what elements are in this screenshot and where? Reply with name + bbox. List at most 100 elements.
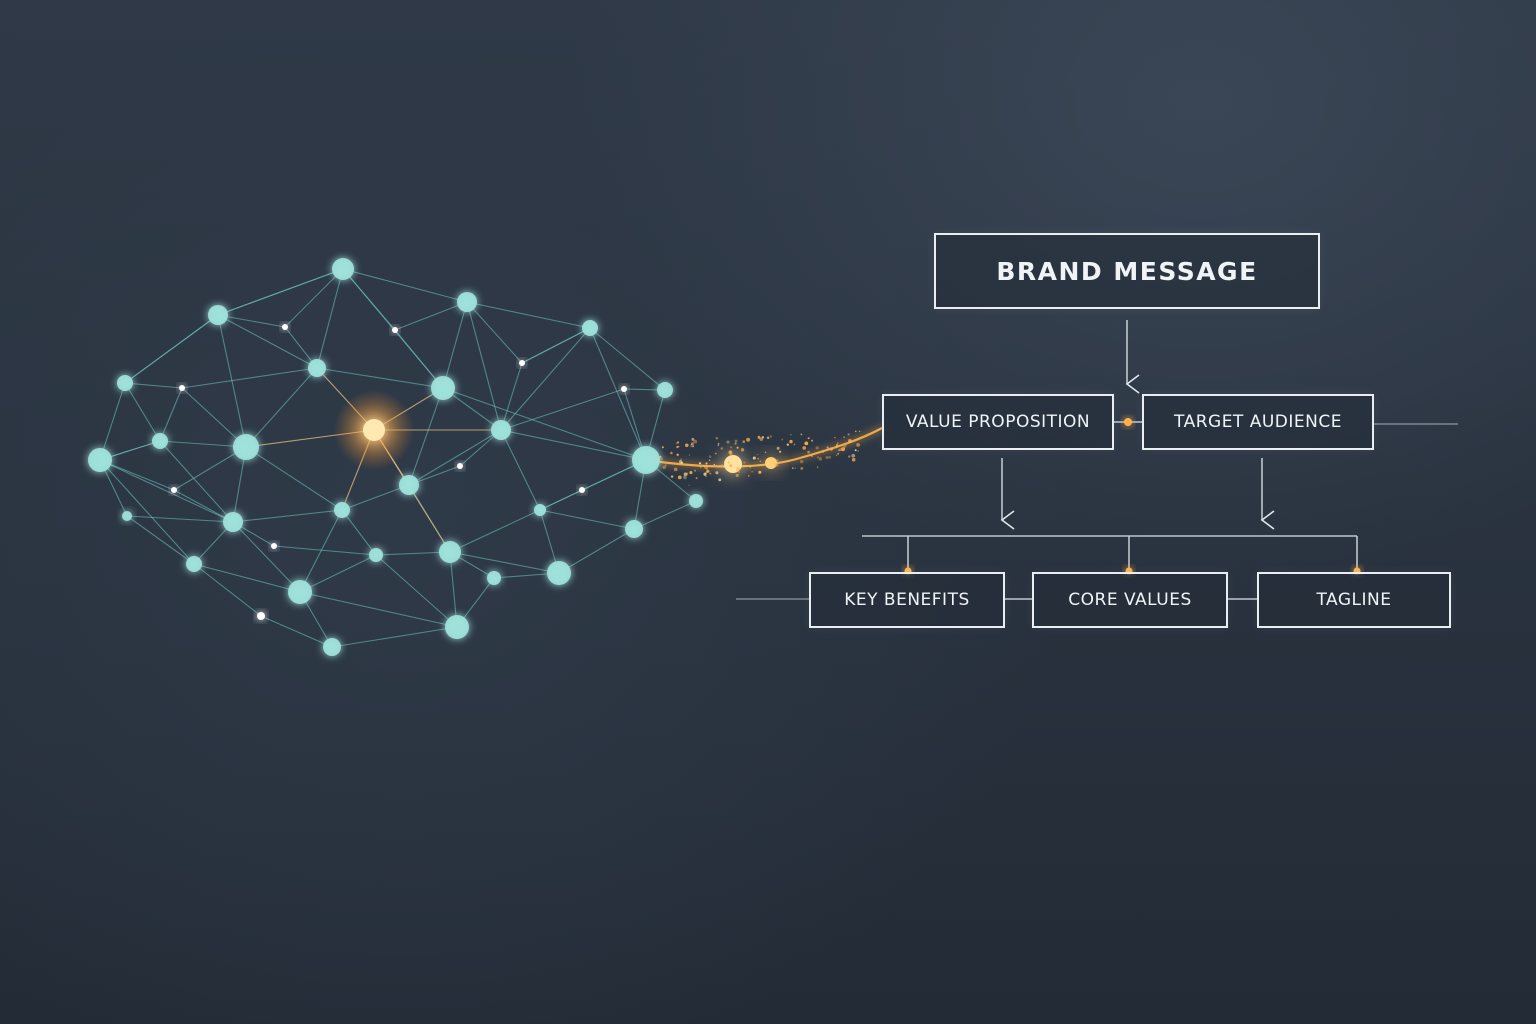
sparkle (683, 475, 687, 480)
sparkle (794, 467, 797, 469)
sparkle (703, 472, 707, 476)
sparkle (826, 446, 829, 449)
sparkle (848, 439, 852, 443)
sparkle (843, 444, 847, 448)
sparkle (800, 466, 804, 470)
sparkle (835, 444, 839, 447)
sparkle (837, 452, 840, 455)
network-edge (539, 489, 583, 511)
network-edge (500, 429, 541, 511)
orange-node (363, 419, 385, 441)
network-edge (299, 591, 458, 628)
network-edge (449, 509, 541, 553)
network-spark (171, 487, 177, 493)
network-spark (519, 360, 525, 366)
network-edge (589, 327, 666, 391)
sparkle (729, 453, 733, 457)
sparkle (811, 439, 814, 442)
sparkle (851, 453, 856, 458)
sparkle (688, 484, 690, 487)
brand-message-label: BRAND MESSAGE (996, 256, 1258, 286)
network-edge (299, 554, 377, 593)
sparkle (695, 477, 698, 480)
sparkle (793, 443, 796, 446)
sparkle (728, 450, 733, 455)
sparkle (856, 438, 858, 440)
network-edge (449, 551, 458, 628)
network-edge (159, 387, 183, 442)
network-edge (408, 387, 444, 486)
network-node (445, 615, 469, 639)
sparkle (770, 456, 773, 459)
sparkle (786, 443, 789, 446)
network-node (431, 376, 455, 400)
sparkle (747, 475, 750, 477)
sparkle (689, 471, 693, 475)
sparkle (661, 446, 664, 449)
sparkle (735, 473, 739, 477)
sparkle (704, 465, 708, 470)
sparkle (676, 441, 680, 444)
sparkle (685, 472, 689, 476)
junction-glow (1124, 418, 1132, 426)
network-edge (245, 367, 318, 448)
network-edge (260, 615, 333, 648)
sparkle (677, 475, 682, 480)
network-edge (299, 509, 343, 593)
sparkle (855, 430, 857, 433)
sparkle (847, 433, 850, 436)
network-spark (282, 324, 288, 330)
network-node (491, 420, 511, 440)
sparkle (685, 443, 689, 448)
network-node (288, 580, 312, 604)
sparkle (851, 457, 856, 462)
network-spark (392, 327, 398, 333)
tagline-label: TAGLINE (1316, 590, 1392, 610)
sparkle (659, 457, 663, 461)
sparkle (764, 451, 767, 454)
sparkle (749, 465, 752, 468)
sparkle (670, 451, 673, 455)
network-edge (342, 268, 468, 303)
network-node (308, 359, 326, 377)
sparkle (835, 446, 838, 449)
network-edge (316, 268, 344, 369)
sparkle (662, 465, 666, 470)
network-edge (245, 446, 343, 511)
sparkle (746, 437, 751, 442)
network-edge (375, 554, 458, 628)
sparkle (800, 433, 803, 436)
sparkle (688, 454, 691, 456)
network-node (122, 511, 132, 521)
network-edge (99, 459, 195, 565)
sparkle (835, 454, 838, 457)
network-edge (217, 268, 344, 316)
network-node (547, 561, 571, 585)
network-node (399, 475, 419, 495)
network-node (334, 502, 350, 518)
sparkle (815, 446, 819, 450)
sparkle (757, 435, 761, 439)
network-edge (466, 301, 502, 431)
network-edge (341, 509, 377, 556)
network-edge (466, 301, 523, 364)
sparkle (735, 469, 738, 472)
network-node (223, 512, 243, 532)
sparkle (678, 445, 680, 448)
sparkle (790, 434, 792, 436)
sparkle (736, 446, 739, 449)
brand-message-box: BRAND MESSAGE (934, 233, 1320, 309)
network-edge (232, 521, 301, 593)
network-edge (316, 367, 444, 389)
network-edge (558, 528, 635, 574)
network-edge (217, 314, 286, 328)
sparkle (816, 466, 819, 468)
key-benefits-box: KEY BENEFITS (809, 572, 1005, 628)
network-edge (500, 388, 625, 431)
network-node (689, 494, 703, 508)
sparkle (718, 478, 722, 482)
sparkle (811, 455, 813, 457)
network-edge (341, 484, 410, 511)
network-spark (457, 463, 463, 469)
